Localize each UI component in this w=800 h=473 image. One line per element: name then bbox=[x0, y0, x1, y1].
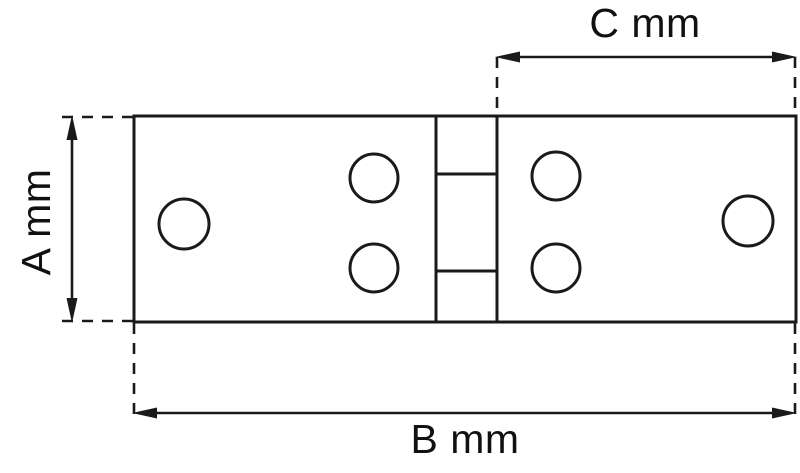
dimension-a-arrow-top bbox=[66, 115, 78, 140]
right-inner-upper-hole bbox=[530, 150, 582, 202]
dimension-b-group: B mm bbox=[132, 323, 797, 462]
dimension-c-arrow-right bbox=[772, 51, 797, 63]
left-outer-hole bbox=[157, 197, 211, 251]
dimension-b-label: B mm bbox=[410, 416, 519, 462]
hinge-knuckle-outline bbox=[434, 114, 499, 324]
right-outer-hole bbox=[721, 194, 775, 248]
left-inner-lower-hole bbox=[348, 242, 400, 294]
dimension-b-arrow-left bbox=[132, 407, 157, 419]
dimension-c-arrow-left bbox=[495, 51, 520, 63]
dimension-a-group: A mm bbox=[13, 115, 134, 323]
dimension-a-arrow-bottom bbox=[66, 298, 78, 323]
right-inner-lower-hole bbox=[530, 242, 582, 294]
left-inner-upper-hole bbox=[348, 152, 400, 204]
dimension-b-arrow-right bbox=[772, 407, 797, 419]
dimension-c-group: C mm bbox=[495, 0, 797, 116]
dimension-c-label: C mm bbox=[589, 0, 700, 46]
dimension-a-label: A mm bbox=[13, 169, 59, 276]
